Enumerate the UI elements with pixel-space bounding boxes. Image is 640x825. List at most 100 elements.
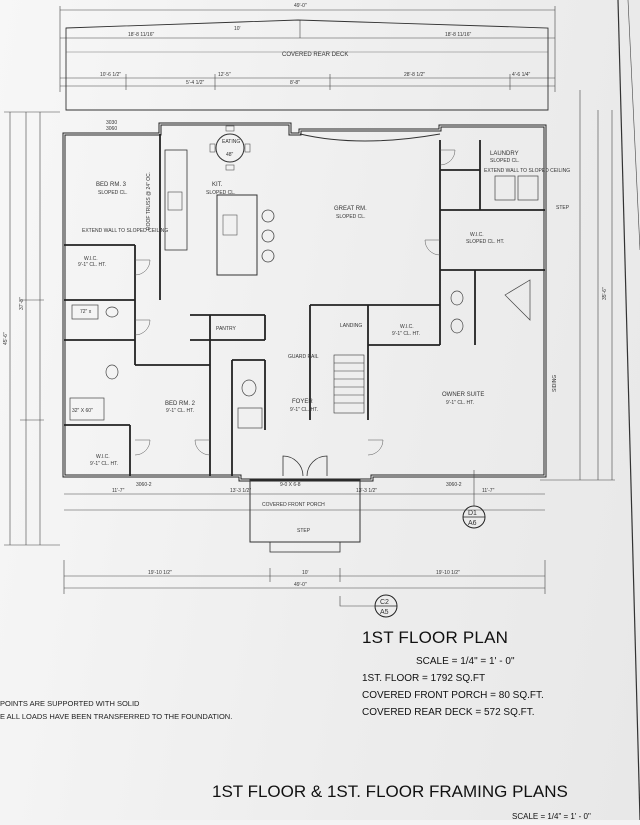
svg-text:SLOPED CL.: SLOPED CL.	[490, 158, 519, 164]
wic-left-label: W.I.C.	[84, 256, 98, 262]
svg-text:A6: A6	[468, 520, 477, 527]
svg-text:SLOPED CL.: SLOPED CL.	[98, 190, 127, 196]
svg-text:SLOPED CL. HT.: SLOPED CL. HT.	[466, 239, 504, 245]
svg-text:3060: 3060	[106, 126, 117, 132]
kitchen-label: KIT.	[212, 182, 223, 188]
bay-window	[299, 133, 441, 142]
opening-labels: 3060-2 3060-2 9-0 X 6-8 3030 3060	[106, 120, 462, 488]
svg-text:SLOPED CL.: SLOPED CL.	[206, 190, 235, 196]
foyer-label: FOYER	[292, 399, 313, 405]
owner-suite-label: OWNER SUITE	[442, 392, 484, 398]
deck-left-dim: 18'-8 11/16"	[128, 32, 154, 38]
right-dimension-lines	[540, 90, 615, 481]
kitchen-island	[216, 194, 258, 276]
svg-text:3030: 3030	[106, 120, 117, 126]
exterior-walls-inner	[63, 123, 546, 481]
depth-left-dim-2: 37'-8"	[19, 297, 25, 310]
bed3-label: BED RM. 3	[96, 182, 127, 188]
depth-left-dim: 45'-6"	[3, 332, 9, 345]
exterior-walls	[62, 122, 547, 482]
svg-text:13'-3 1/2": 13'-3 1/2"	[230, 488, 251, 494]
rear-dimension-row: 10'-6 1/2" 12'-5" 5'-4 1/2" 8'-8" 28'-8 …	[100, 72, 531, 86]
plan-title-block: 1ST FLOOR PLAN SCALE = 1/4" = 1' - 0" 1S…	[362, 628, 632, 718]
top-dimension-lines	[59, 6, 556, 92]
rear-deck-area: COVERED REAR DECK = 572 SQ.FT.	[362, 707, 535, 718]
svg-text:C2: C2	[380, 599, 389, 606]
svg-text:SLOPED CL.: SLOPED CL.	[336, 214, 365, 220]
svg-text:3060-2: 3060-2	[136, 482, 152, 488]
wic-center-label: W.I.C.	[400, 324, 414, 330]
front-porch-area: COVERED FRONT PORCH = 80 SQ.FT.	[362, 690, 544, 701]
overall-width-top: 49'-0"	[294, 3, 307, 9]
extend-wall-label: EXTEND WALL TO SLOPED CEILING	[82, 228, 168, 234]
wic-right-label: W.I.C.	[470, 232, 484, 238]
deck-right-dim: 18'-8 11/16"	[445, 32, 471, 38]
sheet-border-line	[617, 0, 640, 821]
depth-right-dim: 35'-6"	[602, 287, 608, 300]
bottom-left-dim: 19'-10 1/2"	[148, 570, 172, 576]
svg-text:9'-1" CL. HT.: 9'-1" CL. HT.	[166, 408, 194, 414]
bed2-label: BED RM. 2	[165, 401, 196, 407]
callout-c2-leader	[339, 596, 375, 607]
svg-text:9-0 X 6-8: 9-0 X 6-8	[280, 482, 301, 488]
structural-notes: POINTS ARE SUPPORTED WITH SOLID E ALL LO…	[0, 697, 232, 723]
eating-label: EATING	[222, 139, 240, 145]
left-dimension-lines	[4, 111, 60, 546]
tub-size: 32" X 60"	[72, 408, 93, 414]
bar-stools	[261, 209, 275, 263]
extend-wall-right-label: EXTEND WALL TO SLOPED CEILING	[484, 168, 570, 174]
svg-text:9'-1" CL. HT.: 9'-1" CL. HT.	[392, 331, 420, 337]
svg-text:4'-6 1/4": 4'-6 1/4"	[512, 72, 531, 78]
overall-width-bottom: 49'-0"	[294, 582, 307, 588]
rear-deck-outline	[65, 19, 549, 111]
sheet-title: 1ST FLOOR & 1ST. FLOOR FRAMING PLANS	[212, 782, 568, 801]
front-step	[269, 541, 341, 553]
svg-text:9'-1" CL. HT.: 9'-1" CL. HT.	[78, 262, 106, 268]
rear-deck-label: COVERED REAR DECK	[282, 52, 348, 58]
siding-label: SIDING	[552, 375, 558, 392]
front-door	[282, 455, 328, 477]
callout-d1: D1 A6	[462, 505, 486, 529]
svg-text:9'-1" CL. HT.: 9'-1" CL. HT.	[290, 407, 318, 413]
door-swings	[134, 149, 456, 456]
svg-text:A5: A5	[380, 609, 389, 616]
guard-rail-label: GUARD RAIL	[288, 354, 319, 360]
note-line: E ALL LOADS HAVE BEEN TRANSFERRED TO THE…	[0, 712, 233, 721]
landing-label: LANDING	[340, 323, 362, 329]
wic-lower-label: W.I.C.	[96, 454, 110, 460]
svg-text:12'-5": 12'-5"	[218, 72, 231, 78]
shower-size: 72" x	[80, 309, 92, 315]
pantry-label: PANTRY	[216, 326, 236, 332]
note-line: POINTS ARE SUPPORTED WITH SOLID	[0, 699, 140, 708]
bath-fixtures	[69, 175, 539, 429]
sheet-border-line	[627, 0, 640, 251]
svg-text:8'-8": 8'-8"	[290, 80, 300, 86]
svg-text:10'-6 1/2": 10'-6 1/2"	[100, 72, 121, 78]
room-labels: BED RM. 3 SLOPED CL. KIT. SLOPED CL. GRE…	[78, 151, 570, 467]
svg-text:28'-8 1/2": 28'-8 1/2"	[404, 72, 425, 78]
dining-table	[215, 133, 245, 163]
svg-text:9'-1" CL. HT.: 9'-1" CL. HT.	[90, 461, 118, 467]
sheet-scale: SCALE = 1/4" = 1' - 0"	[512, 812, 591, 821]
interior-walls	[64, 134, 545, 476]
svg-text:13'-3 1/2": 13'-3 1/2"	[356, 488, 377, 494]
front-step-label: STEP	[297, 528, 311, 534]
kitchen-counter	[164, 149, 188, 251]
table-dim: 48"	[226, 152, 234, 158]
svg-text:11'-7": 11'-7"	[112, 488, 125, 494]
svg-text:D1: D1	[468, 510, 477, 517]
svg-text:3060-2: 3060-2	[446, 482, 462, 488]
svg-text:11'-7": 11'-7"	[482, 488, 495, 494]
staircase	[333, 354, 365, 414]
kitchen-sink	[222, 214, 238, 236]
bottom-center-dim: 10'	[302, 570, 309, 576]
front-porch-label: COVERED FRONT PORCH	[262, 502, 325, 508]
callout-c2: C2 A5	[374, 594, 398, 618]
deck-center-dim: 10'	[234, 26, 241, 32]
laundry-label: LAUNDRY	[490, 151, 519, 157]
great-room-label: GREAT RM.	[334, 206, 367, 212]
front-dimension-row: 11'-7" 13'-3 1/2" 13'-3 1/2" 11'-7"	[112, 488, 495, 494]
svg-text:5'-4 1/2": 5'-4 1/2"	[186, 80, 205, 86]
